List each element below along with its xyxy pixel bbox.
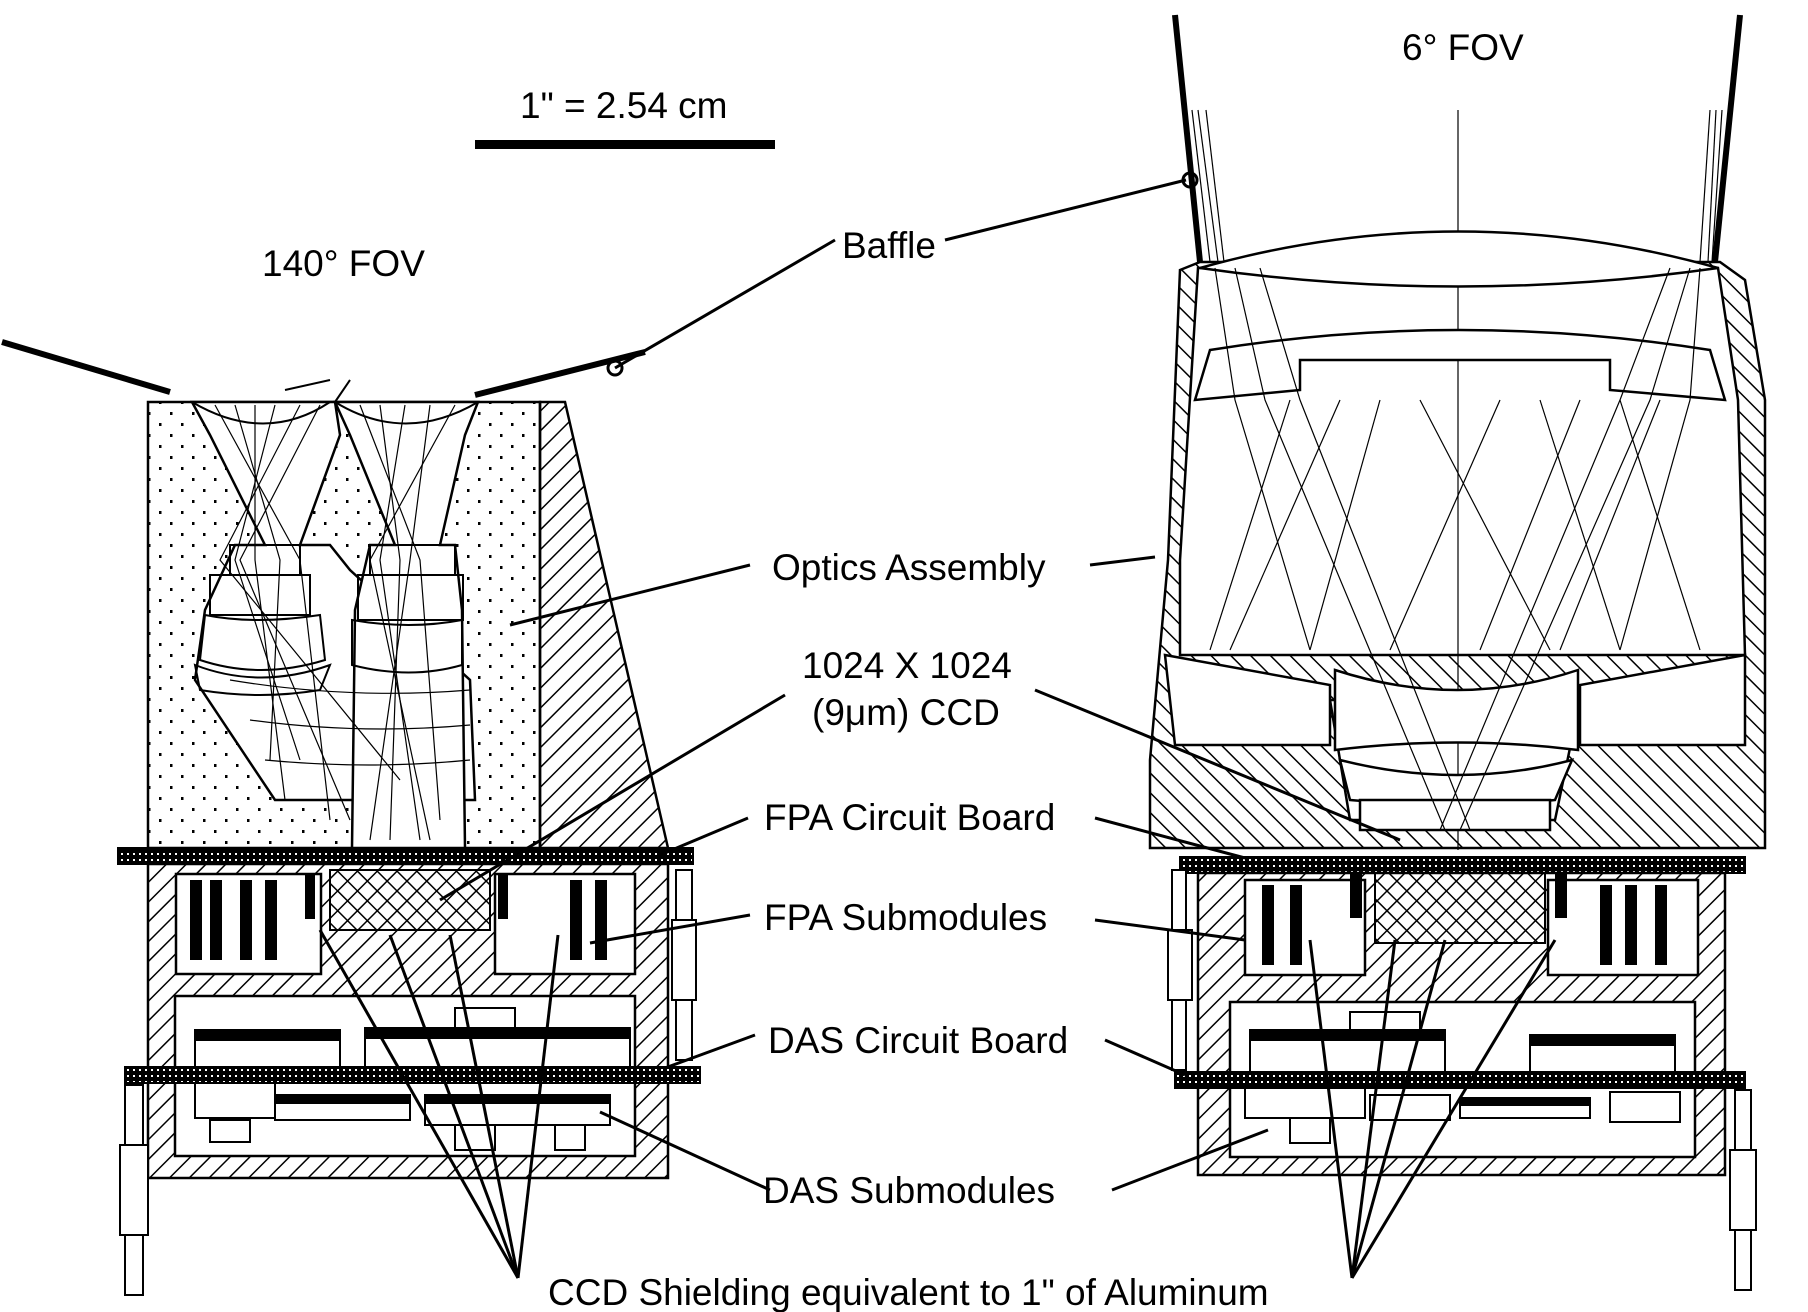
label-das-circuit-board: DAS Circuit Board [768, 1020, 1068, 1061]
label-baffle: Baffle [842, 225, 936, 266]
left-optics-wedge [538, 400, 670, 850]
left-fpa-circuit-board [117, 847, 694, 865]
right-baffle-rod-left [1172, 14, 1203, 263]
right-das-circuit-board [1174, 1071, 1746, 1089]
scale-bar: 1" = 2.54 cm [475, 85, 775, 149]
right-fpa-submodules [1262, 873, 1667, 965]
right-ray-fan [1209, 267, 1701, 831]
left-camera: 140° FOV [1, 243, 701, 1296]
right-fov-label: 6° FOV [1402, 27, 1524, 68]
left-das-submodules [194, 1007, 631, 1151]
right-fpa-circuit-board [1179, 856, 1746, 874]
leader-lines [318, 178, 1557, 1279]
left-baffle-wing-left [1, 339, 171, 395]
right-baffle-rod-right [1712, 14, 1743, 263]
label-fpa-submodules: FPA Submodules [764, 897, 1047, 938]
scale-bar-line [475, 140, 775, 149]
label-ccd-line1: 1024 X 1024 [802, 645, 1012, 686]
right-lens-elements [1163, 230, 1747, 832]
left-fpa-submodules [190, 874, 607, 960]
label-das-submodules: DAS Submodules [763, 1170, 1055, 1211]
left-side-connectors [119, 869, 697, 1296]
left-fov-label: 140° FOV [262, 243, 425, 284]
left-baffle-wing-right [474, 349, 646, 398]
scale-bar-label: 1" = 2.54 cm [520, 85, 728, 126]
component-labels: Baffle Optics Assembly 1024 X 1024 (9μm)… [548, 225, 1269, 1312]
label-fpa-circuit-board: FPA Circuit Board [764, 797, 1055, 838]
right-das-submodules [1244, 1011, 1681, 1144]
right-side-connectors [1167, 869, 1757, 1291]
left-das-circuit-board [124, 1066, 701, 1084]
left-lens-elements [191, 379, 479, 696]
right-camera: 6° FOV [1148, 14, 1767, 1291]
label-ccd-shielding: CCD Shielding equivalent to 1" of Alumin… [548, 1272, 1269, 1312]
label-optics-assembly: Optics Assembly [772, 547, 1046, 588]
label-ccd-line2: (9μm) CCD [812, 692, 1000, 733]
left-ray-fan [214, 404, 471, 841]
